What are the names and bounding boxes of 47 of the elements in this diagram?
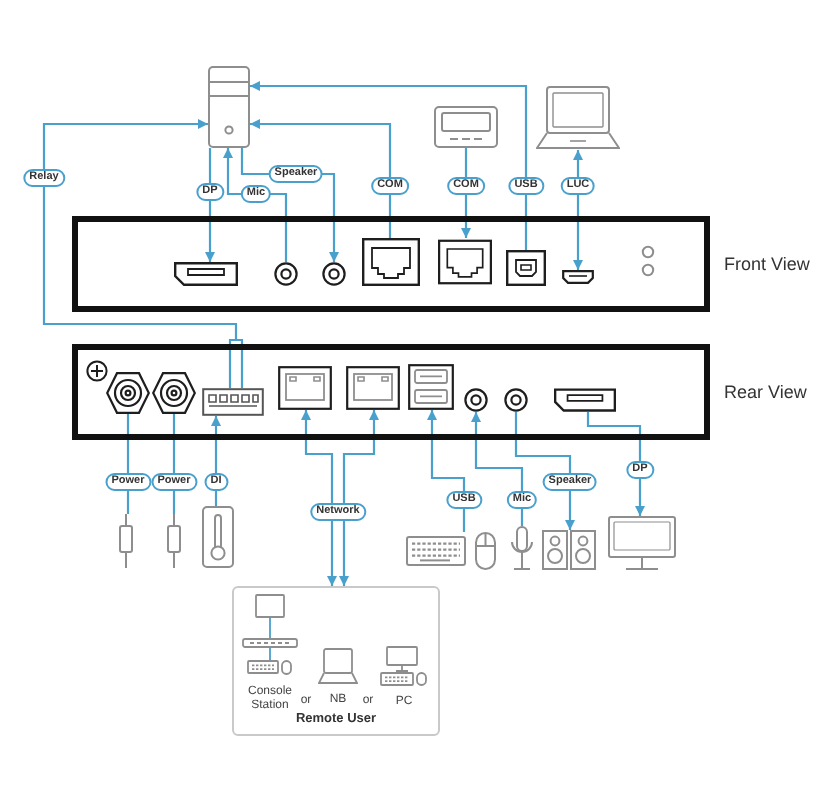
ethernet-port-icon — [346, 366, 400, 410]
micro-usb-port-icon — [562, 270, 594, 284]
device-panel — [72, 216, 710, 312]
connector-arrow — [573, 150, 583, 270]
terminal-block-icon — [202, 388, 264, 416]
device-panel — [72, 344, 710, 440]
displayport-icon — [554, 388, 616, 412]
power-jack-icon — [152, 372, 196, 414]
connector-arrow — [211, 416, 221, 506]
ethernet-port-icon — [362, 238, 420, 286]
audio-jack-icon — [504, 388, 528, 412]
connector-arrow — [427, 410, 466, 532]
monitor-icon — [608, 516, 676, 570]
power-jack-icon — [106, 372, 150, 414]
connector-arrow — [514, 412, 575, 530]
connector-arrow — [223, 148, 288, 262]
connector-arrow — [250, 81, 528, 250]
speakers-icon — [542, 530, 596, 570]
desktop-tower-icon — [208, 66, 250, 148]
usb-port-icon — [408, 364, 454, 410]
ethernet-port-icon — [278, 366, 332, 410]
connector-arrow — [586, 412, 645, 516]
connector-arrow — [461, 148, 471, 238]
connector-arrow — [205, 148, 215, 262]
connector-arrow — [250, 119, 392, 238]
remote-user-panel — [232, 586, 440, 736]
view-caption: Front View — [724, 254, 810, 276]
view-caption: Rear View — [724, 382, 807, 404]
connector-line — [126, 414, 130, 514]
microphone-icon — [510, 526, 534, 570]
displayport-icon — [174, 262, 238, 286]
keyboard-mouse-icon — [406, 532, 496, 570]
audio-jack-icon — [274, 262, 298, 286]
thermometer-icon — [202, 506, 234, 568]
laptop-icon — [536, 86, 620, 150]
connector-arrow — [471, 412, 524, 526]
connector-arrow — [339, 410, 379, 586]
power-plug-icon — [118, 514, 134, 568]
usb-port-icon — [506, 250, 546, 286]
connector-line — [172, 414, 176, 514]
power-plug-icon — [166, 514, 182, 568]
connector-arrow — [42, 119, 244, 390]
ethernet-port-icon — [438, 238, 492, 286]
serial-terminal-icon — [434, 106, 498, 148]
audio-jack-icon — [322, 262, 346, 286]
audio-jack-icon — [464, 388, 488, 412]
connector-arrow — [301, 410, 337, 586]
